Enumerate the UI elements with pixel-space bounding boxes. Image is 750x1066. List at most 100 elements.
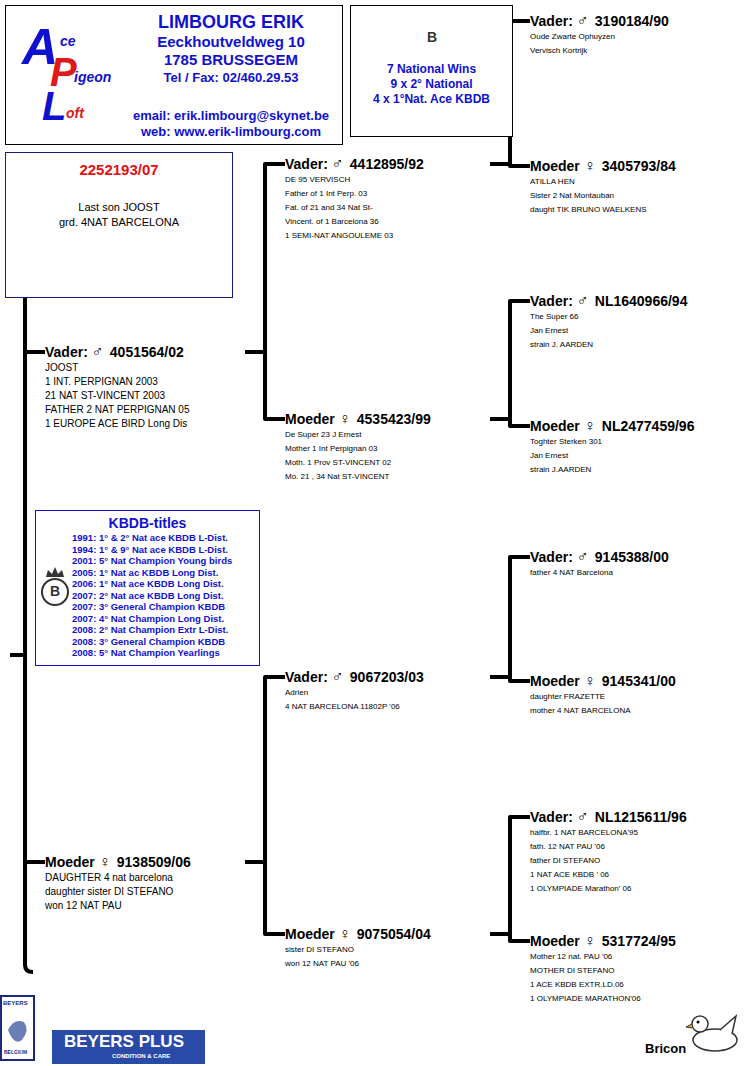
emblem-letter: B	[50, 584, 60, 598]
wins-line: 7 National Wins	[355, 62, 508, 77]
pedigree-entry: Moeder♀ 4535423/99De Super 23 J ErnestMot…	[285, 410, 490, 484]
title-line: 2007: 3° General Champion KBDB	[72, 601, 255, 613]
pedigree-note: De Super 23 J Ernest	[285, 428, 490, 442]
pedigree-heading: Vader:	[285, 669, 328, 685]
title-line: 2001: 5° Nat Champion Young birds	[72, 555, 255, 567]
pedigree-heading: ♂	[92, 343, 104, 360]
pedigree-note: father DI STEFANO	[530, 854, 742, 868]
pedigree-heading: ♂	[577, 292, 589, 309]
pedigree-note: Mo. 21 , 34 Nat ST-VINCENT	[285, 470, 490, 484]
pedigree-note: Jan Ernest	[530, 449, 742, 463]
pedigree-note: 21 NAT ST-VINCENT 2003	[45, 389, 245, 403]
pedigree-note: The Super 66	[530, 310, 742, 324]
pedigree-heading: 9145341/00	[602, 673, 676, 689]
pedigree-heading: Vader:	[285, 156, 328, 172]
sponsor-logo-text: BEYERS PLUS	[64, 1033, 184, 1050]
pedigree-entry: Vader:♂9145388/00father 4 NAT Barcelona	[530, 548, 742, 580]
pedigree-note: Vincent. of 1 Barcelona 36	[285, 215, 490, 229]
pedigree-note: Oude Zwarte Ophuyzen	[530, 30, 742, 44]
pedigree-note: MOTHER DI STEFANO	[530, 964, 742, 978]
pedigree-note: mother 4 NAT BARCELONA	[530, 704, 742, 718]
pedigree-note: 1 EUROPE ACE BIRD Long Dis	[45, 417, 245, 431]
pedigree-heading: ♀	[584, 932, 596, 949]
pedigree-heading: Moeder	[285, 926, 335, 942]
pedigree-note: Toghter Sterken 301	[530, 435, 742, 449]
pedigree-entry: Moeder♀ 9138509/06DAUGHTER 4 nat barcelon…	[45, 853, 245, 913]
pedigree-entry: Moeder♀9145341/00daughter FRAZETTEmother…	[530, 672, 742, 718]
kbdb-emblem	[42, 567, 68, 605]
title-line: 1991: 1° & 2° Nat ace KBDB L-Dist.	[72, 532, 255, 544]
address-line: email: erik.limbourg@skynet.be	[124, 108, 338, 124]
pedigree-entry: Vader:♂4412895/92DE 95 VERVISCHFather of…	[285, 155, 490, 243]
pedigree-heading: ♀	[584, 672, 596, 689]
pedigree-bracket	[245, 677, 285, 862]
pedigree-note: FATHER 2 NAT PERPIGNAN 05	[45, 403, 245, 417]
pedigree-entry: Vader:♂NL1640966/94The Super 66Jan Ernes…	[530, 292, 742, 352]
pedigree-note: won 12 NAT PAU	[45, 899, 245, 913]
address-line: LIMBOURG ERIK	[124, 12, 338, 33]
pedigree-heading: ♀	[99, 853, 111, 870]
bracket-hook	[25, 862, 33, 972]
pedigree-entry: Vader:♂NL1215611/96halfbr. 1 NAT BARCELO…	[530, 808, 742, 896]
logo-letter: igeon	[74, 70, 111, 84]
pedigree-bracket	[490, 677, 530, 681]
pedigree-heading: ♂	[332, 155, 344, 172]
emblem-letter: B	[427, 30, 437, 44]
pedigree-bracket	[490, 419, 530, 426]
pedigree-bracket	[490, 557, 530, 677]
pigeon-box: 2252193/07Last son JOOSTgrd. 4NAT BARCEL…	[5, 152, 233, 298]
wins-line: 4 x 1°Nat. Ace KBDB	[355, 92, 508, 107]
pigeon-text: 2252193/07	[12, 161, 226, 178]
pedigree-note: father 4 NAT Barcelona	[530, 566, 742, 580]
pedigree-note: Mother 1 Int Perpignan 03	[285, 442, 490, 456]
pedigree-heading: ♂	[577, 548, 589, 565]
pedigree-note: Fat. of 21 and 34 Nat St-	[285, 201, 490, 215]
wins-line: 9 x 2° National	[355, 77, 508, 92]
pedigree-bracket	[245, 862, 285, 934]
pedigree-heading: NL1215611/96	[595, 809, 687, 825]
pedigree-note: DAUGHTER 4 nat barcelona	[45, 871, 245, 885]
address-line: web: www.erik-limbourg.com	[124, 124, 338, 140]
address-line: Tel / Fax: 02/460.29.53	[124, 69, 338, 86]
pedigree-entry: Moeder♀5317724/95Mother 12 nat. PAU '06M…	[530, 932, 742, 1006]
pedigree-heading: Vader:	[530, 809, 573, 825]
pedigree-note: daught TIK BRUNO WAELKENS	[530, 203, 742, 217]
wins-box: 7 National Wins9 x 2° National4 x 1°Nat.…	[350, 5, 513, 137]
title-line: 2008: 2° Nat Champion Extr L-Dist.	[72, 624, 255, 636]
pedigree-entry: Moeder♀9075054/04sister DI STEFANOwon 12…	[285, 925, 490, 971]
pedigree-heading: Moeder	[45, 854, 95, 870]
beyers-logo	[1, 996, 34, 1060]
pedigree-heading: Vader:	[530, 293, 573, 309]
pedigree-heading: ♀	[339, 925, 351, 942]
pedigree-heading: ♂	[577, 12, 589, 29]
pedigree-heading: ♀	[339, 410, 351, 427]
title-line: 2008: 5° Nat Champion Yearlings	[72, 647, 255, 659]
pedigree-entry: Moeder♀NL2477459/96Toghter Sterken 301Ja…	[530, 417, 742, 477]
pedigree-heading: Vader:	[45, 344, 88, 360]
bricon-pigeon	[686, 1016, 737, 1051]
pedigree-note: 4 NAT BARCELONA 11802P '06	[285, 700, 490, 714]
pedigree-heading: ♀	[584, 417, 596, 434]
pedigree-note: DE 95 VERVISCH	[285, 173, 490, 187]
pedigree-heading: Vader:	[530, 13, 573, 29]
beyers-pigeon	[8, 1021, 27, 1042]
pedigree-bracket	[490, 817, 530, 934]
pedigree-heading: Moeder	[285, 411, 335, 427]
title-line: 2005: 1° Nat ac KBDB Long Dist.	[72, 567, 255, 579]
pedigree-heading: 9075054/04	[357, 926, 431, 942]
pedigree-heading: 9138509/06	[117, 854, 191, 870]
pedigree-note: 1 ACE KBDB EXTR.LD.06	[530, 978, 742, 992]
title-line: 2007: 2° Nat ace KBDB Long Dist.	[72, 590, 255, 602]
pedigree-note: 1 SEMI-NAT ANGOULEME 03	[285, 229, 490, 243]
titles-box: KBDB-titles1991: 1° & 2° Nat ace KBDB L-…	[35, 510, 260, 666]
logo-letter: oft	[66, 106, 84, 120]
pedigree-note: 1 OLYMPIADE Marathon' 06	[530, 882, 742, 896]
pedigree-heading: 4535423/99	[357, 411, 431, 427]
pigeon-text: grd. 4NAT BARCELONA	[12, 215, 226, 230]
pedigree-note: Sister 2 Nat Montauban	[530, 189, 742, 203]
pedigree-heading: NL1640966/94	[595, 293, 688, 309]
pedigree-bracket	[245, 164, 285, 352]
pedigree-heading: ♂	[577, 808, 589, 825]
sponsor-logo-text: CONDITION & CARE	[112, 1053, 170, 1059]
pedigree-note: Vervisch Kortrijk	[530, 44, 742, 58]
